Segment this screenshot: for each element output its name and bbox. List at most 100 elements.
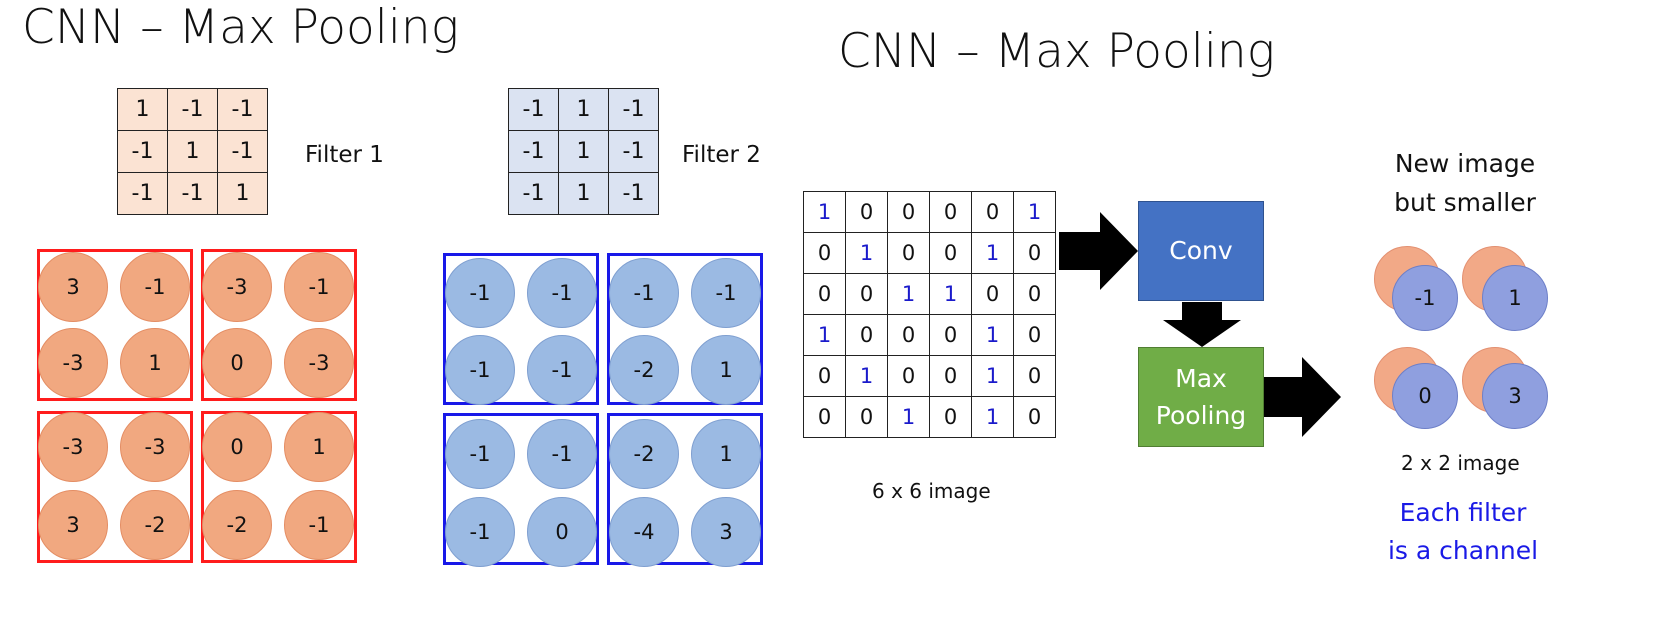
image-cell: 0 — [845, 314, 888, 356]
filter-2-label: Filter 2 — [682, 142, 761, 168]
image-cell: 0 — [803, 273, 846, 315]
result-caption: 2 x 2 image — [1401, 451, 1520, 475]
filter-1-cell: 1 — [217, 172, 268, 215]
feature-value-circle: -4 — [609, 497, 679, 567]
image-cell: 0 — [887, 232, 930, 274]
image-cell: 1 — [887, 396, 930, 438]
pool-region — [201, 411, 357, 563]
filter-1-cell: -1 — [217, 130, 268, 173]
image-cell: 0 — [929, 232, 972, 274]
image-cell: 0 — [929, 355, 972, 397]
feature-value-circle: -3 — [38, 328, 108, 398]
feature-value-circle: 3 — [38, 252, 108, 322]
image-cell: 1 — [845, 232, 888, 274]
max-pooling-label-line2: Pooling — [1155, 401, 1247, 430]
feature-value-circle: 1 — [120, 328, 190, 398]
filter-2-cell: -1 — [508, 88, 559, 131]
feature-value-circle: -1 — [609, 258, 679, 328]
filter-1-cell: -1 — [117, 172, 168, 215]
feature-value-circle: -3 — [202, 252, 272, 322]
filter-1-cell: -1 — [117, 130, 168, 173]
image-cell: 0 — [845, 273, 888, 315]
image-cell: 0 — [1013, 232, 1056, 274]
image-cell: 0 — [971, 191, 1014, 233]
arrow-down-icon — [1163, 302, 1241, 347]
image-cell: 1 — [803, 191, 846, 233]
six-by-six-image-matrix: 1 0 0 0 0 1 0 1 0 0 1 0 0 0 1 1 0 0 1 0 … — [803, 191, 1056, 438]
image-cell: 1 — [971, 355, 1014, 397]
channel-note-line1: Each filter — [1399, 498, 1527, 527]
pool-region — [443, 413, 599, 565]
conv-label: Conv — [1169, 236, 1233, 266]
right-title: CNN – Max Pooling — [838, 24, 1275, 79]
image-cell: 0 — [887, 191, 930, 233]
feature-value-circle: -1 — [284, 252, 354, 322]
feature-value-circle: -1 — [691, 258, 761, 328]
pool-region — [607, 413, 763, 565]
channel-note: Each filter is a channel — [1378, 494, 1548, 569]
image-cell: 1 — [971, 232, 1014, 274]
channel-note-line2: is a channel — [1387, 535, 1539, 565]
feature-value-circle: -3 — [120, 412, 190, 482]
feature-value-circle: -2 — [202, 490, 272, 560]
pool-region — [37, 411, 193, 563]
filter-2-cell: 1 — [558, 130, 609, 173]
image-cell: 0 — [929, 396, 972, 438]
feature-value-circle: 3 — [691, 497, 761, 567]
pool-region — [607, 253, 763, 405]
feature-value-circle: -1 — [284, 490, 354, 560]
filter-2-cell: 1 — [558, 172, 609, 215]
filter-2-matrix: -1 1 -1 -1 1 -1 -1 1 -1 — [508, 88, 659, 215]
filter-2-cell: -1 — [608, 130, 659, 173]
left-title: CNN – Max Pooling — [22, 0, 459, 55]
image-cell: 0 — [887, 355, 930, 397]
image-cell: 1 — [845, 355, 888, 397]
pooled-value-circle: 0 — [1392, 363, 1458, 429]
image-cell: 0 — [929, 314, 972, 356]
feature-value-circle: -1 — [445, 335, 515, 405]
feature-value-circle: -1 — [527, 335, 597, 405]
filter-2-cell: 1 — [558, 88, 609, 131]
feature-value-circle: -2 — [609, 419, 679, 489]
feature-value-circle: -3 — [38, 412, 108, 482]
filter-1-cell: -1 — [167, 88, 218, 131]
pooled-value-circle: 1 — [1482, 265, 1548, 331]
image-caption: 6 x 6 image — [872, 479, 991, 503]
feature-value-circle: -1 — [120, 252, 190, 322]
feature-value-circle: 3 — [38, 490, 108, 560]
feature-value-circle: -2 — [609, 335, 679, 405]
filter-1-cell: -1 — [167, 172, 218, 215]
feature-value-circle: 1 — [691, 335, 761, 405]
filter-1-matrix: 1 -1 -1 -1 1 -1 -1 -1 1 — [117, 88, 268, 215]
image-cell: 1 — [1013, 191, 1056, 233]
image-cell: 0 — [803, 232, 846, 274]
arrow-right-icon — [1059, 212, 1138, 290]
max-pooling-label-line1: Max — [1175, 363, 1227, 393]
filter-1-label: Filter 1 — [305, 142, 384, 168]
result-title: New image but smaller — [1380, 145, 1550, 223]
image-cell: 0 — [845, 191, 888, 233]
feature-value-circle: -1 — [445, 419, 515, 489]
feature-value-circle: -1 — [445, 258, 515, 328]
feature-value-circle: -2 — [120, 490, 190, 560]
image-cell: 1 — [887, 273, 930, 315]
image-cell: 1 — [971, 314, 1014, 356]
feature-value-circle: 0 — [527, 497, 597, 567]
image-cell: 1 — [971, 396, 1014, 438]
filter-2-cell: -1 — [508, 130, 559, 173]
filter-2-cell: -1 — [508, 172, 559, 215]
image-cell: 0 — [929, 191, 972, 233]
pool-region — [443, 253, 599, 405]
image-cell: 0 — [1013, 273, 1056, 315]
feature-value-circle: -1 — [445, 497, 515, 567]
feature-value-circle: 1 — [284, 412, 354, 482]
feature-value-circle: -3 — [284, 328, 354, 398]
image-cell: 0 — [845, 396, 888, 438]
feature-value-circle: -1 — [527, 258, 597, 328]
feature-value-circle: 0 — [202, 328, 272, 398]
feature-value-circle: 1 — [691, 419, 761, 489]
feature-value-circle: -1 — [527, 419, 597, 489]
image-cell: 0 — [803, 355, 846, 397]
filter-1-cell: 1 — [117, 88, 168, 131]
image-cell: 0 — [803, 396, 846, 438]
